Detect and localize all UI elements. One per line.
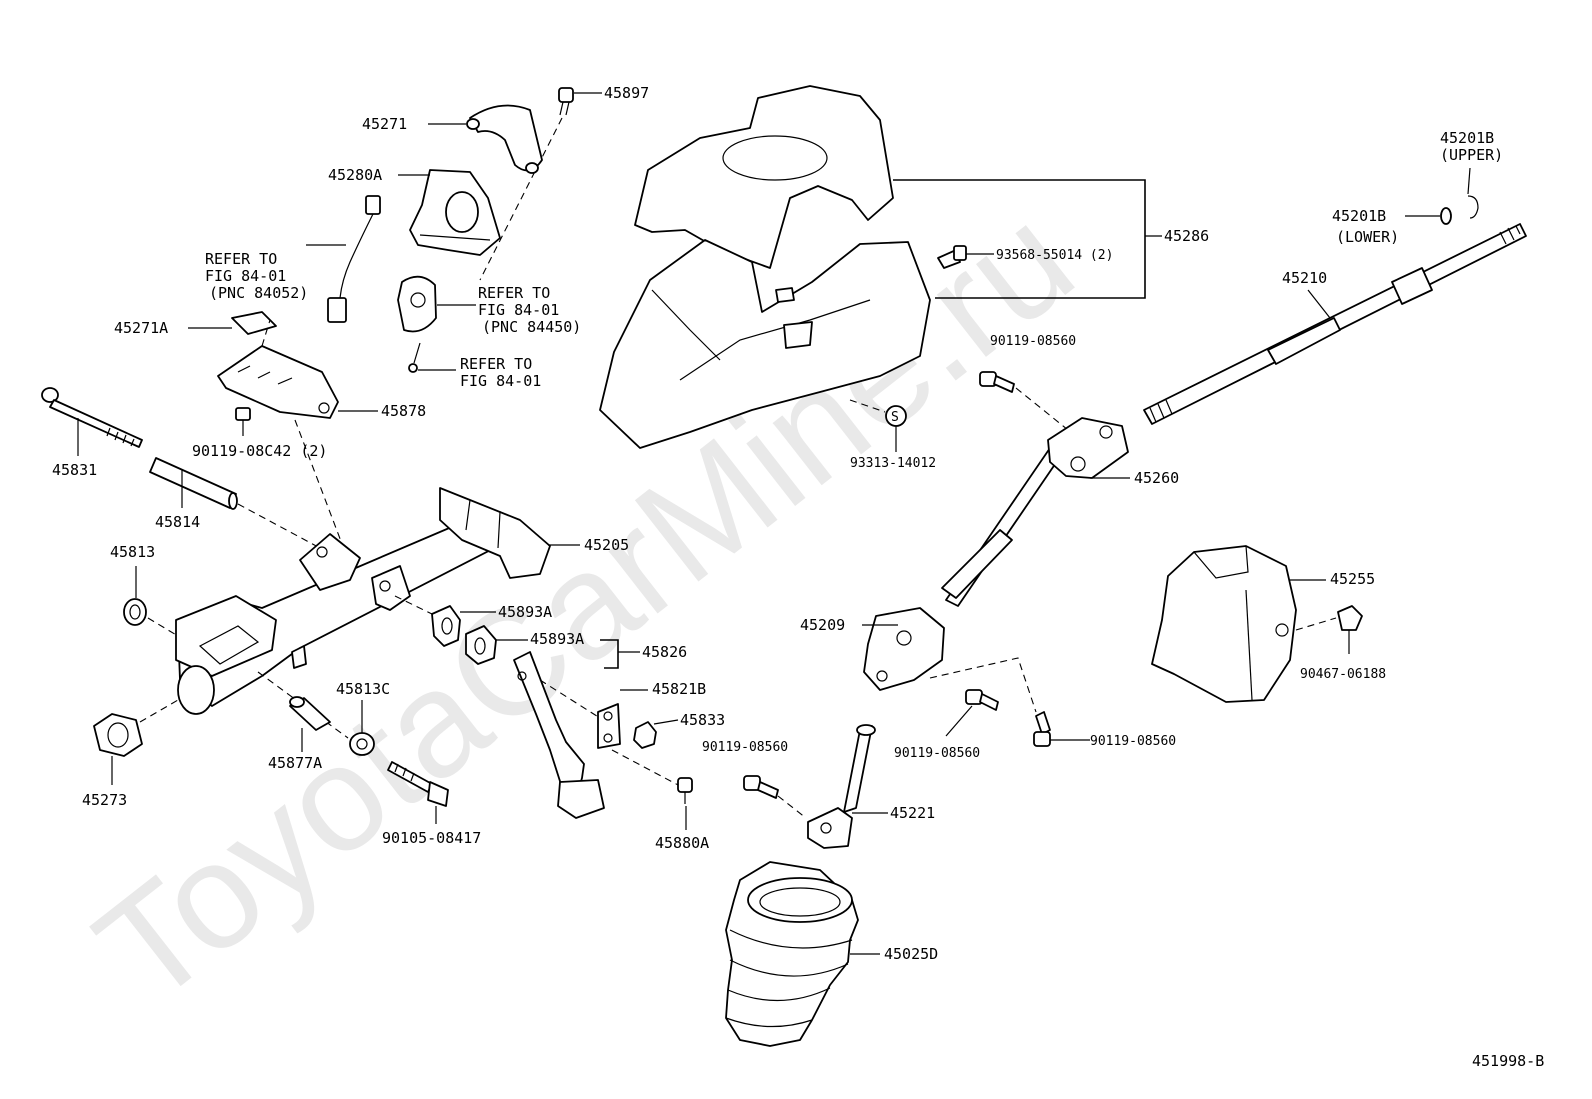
part-45813-bushing — [123, 598, 147, 626]
part-45201B-upper-snap-ring — [1467, 195, 1479, 219]
refer-84052-line1: REFER TO — [205, 250, 277, 268]
label-45205: 45205 — [584, 536, 629, 554]
part-90119-08C42-bolt — [235, 407, 251, 436]
part-45271A-clip — [231, 311, 277, 335]
part-45821B-plate — [597, 703, 621, 749]
label-90119-08560-b: 90119-08560 — [894, 746, 980, 761]
label-45880A: 45880A — [655, 834, 709, 852]
refer-84450-line2: FIG 84-01 — [478, 301, 559, 319]
label-45814: 45814 — [155, 513, 200, 531]
label-45280A: 45280A — [328, 166, 382, 184]
part-93568-55014-screw — [937, 245, 967, 269]
label-90119-08560-a: 90119-08560 — [990, 334, 1076, 349]
label-upper-note: (UPPER) — [1440, 146, 1503, 164]
label-90119-08560-d: 90119-08560 — [702, 740, 788, 755]
label-45813: 45813 — [110, 543, 155, 561]
label-93568-55014: 93568-55014 (2) — [996, 248, 1113, 263]
label-45831: 45831 — [52, 461, 97, 479]
part-switch-connector — [327, 195, 381, 323]
part-45893A-bushing-2 — [465, 625, 497, 665]
part-small-screw — [408, 342, 421, 373]
part-45831-bolt — [41, 387, 143, 448]
label-45877A: 45877A — [268, 754, 322, 772]
label-45273: 45273 — [82, 791, 127, 809]
label-45210: 45210 — [1282, 269, 1327, 287]
part-45280A-lock-housing — [409, 169, 501, 256]
refer-84052-line3: (PNC 84052) — [209, 284, 308, 302]
part-90119-08560-bolt-a — [979, 371, 1015, 393]
label-45826: 45826 — [642, 643, 687, 661]
label-45813C: 45813C — [336, 680, 390, 698]
part-45813C-bushing — [349, 732, 375, 756]
part-90119-08560-bolt-c — [1033, 711, 1051, 747]
s-mark: S — [891, 410, 899, 425]
label-90105-08417: 90105-08417 — [382, 829, 481, 847]
part-45221-yoke-shaft — [807, 724, 876, 849]
label-45893A-2: 45893A — [530, 630, 584, 648]
refer-84-01-line1: REFER TO — [460, 355, 532, 373]
part-45814-sleeve — [149, 457, 238, 510]
part-45273-bushing — [93, 713, 143, 757]
label-45209: 45209 — [800, 616, 845, 634]
part-45209-universal-joint — [863, 607, 945, 691]
part-45880A-bolt — [677, 777, 693, 804]
part-tilt-lever — [513, 651, 605, 819]
part-45893A-bushing-1 — [431, 605, 461, 647]
figure-id: 451998-B — [1472, 1052, 1544, 1070]
part-ignition-switch — [397, 275, 437, 333]
part-45833-nut — [633, 721, 657, 749]
label-45255: 45255 — [1330, 570, 1375, 588]
part-45201B-lower-snap-ring — [1440, 207, 1452, 225]
label-45260: 45260 — [1134, 469, 1179, 487]
part-45877A-pin — [289, 696, 331, 731]
label-93313-14012: 93313-14012 — [850, 456, 936, 471]
part-90119-08560-bolt-b — [965, 689, 999, 711]
label-90119-08560-c: 90119-08560 — [1090, 734, 1176, 749]
part-90105-08417-bolt — [387, 761, 449, 807]
part-45025D-boot — [725, 861, 859, 1047]
part-45286-column-cover — [599, 85, 931, 449]
label-45897: 45897 — [604, 84, 649, 102]
part-45878-bracket — [217, 345, 339, 419]
label-45286: 45286 — [1164, 227, 1209, 245]
label-45025D: 45025D — [884, 945, 938, 963]
part-45210-main-shaft — [1143, 223, 1527, 425]
part-45260-intermediate-shaft — [941, 417, 1129, 607]
label-45201B-lower: 45201B — [1332, 207, 1386, 225]
part-90467-06188-clip — [1337, 605, 1363, 654]
part-90119-08560-bolt-d — [743, 775, 779, 799]
part-45255-cover — [1151, 545, 1297, 703]
label-45893A-1: 45893A — [498, 603, 552, 621]
label-45271A: 45271A — [114, 319, 168, 337]
label-90119-08C42: 90119-08C42 (2) — [192, 442, 327, 460]
label-45201B-upper: 45201B — [1440, 129, 1494, 147]
label-45821B: 45821B — [652, 680, 706, 698]
refer-84450-line3: (PNC 84450) — [482, 318, 581, 336]
label-90467-06188: 90467-06188 — [1300, 667, 1386, 682]
label-45833: 45833 — [680, 711, 725, 729]
label-45878: 45878 — [381, 402, 426, 420]
label-lower-note: (LOWER) — [1336, 228, 1399, 246]
refer-84-01-line2: FIG 84-01 — [460, 372, 541, 390]
label-45271: 45271 — [362, 115, 407, 133]
part-45897-screw — [558, 87, 574, 116]
refer-84450-line1: REFER TO — [478, 284, 550, 302]
label-45221: 45221 — [890, 804, 935, 822]
refer-84052-line2: FIG 84-01 — [205, 267, 286, 285]
part-45271-clamp — [466, 104, 543, 174]
